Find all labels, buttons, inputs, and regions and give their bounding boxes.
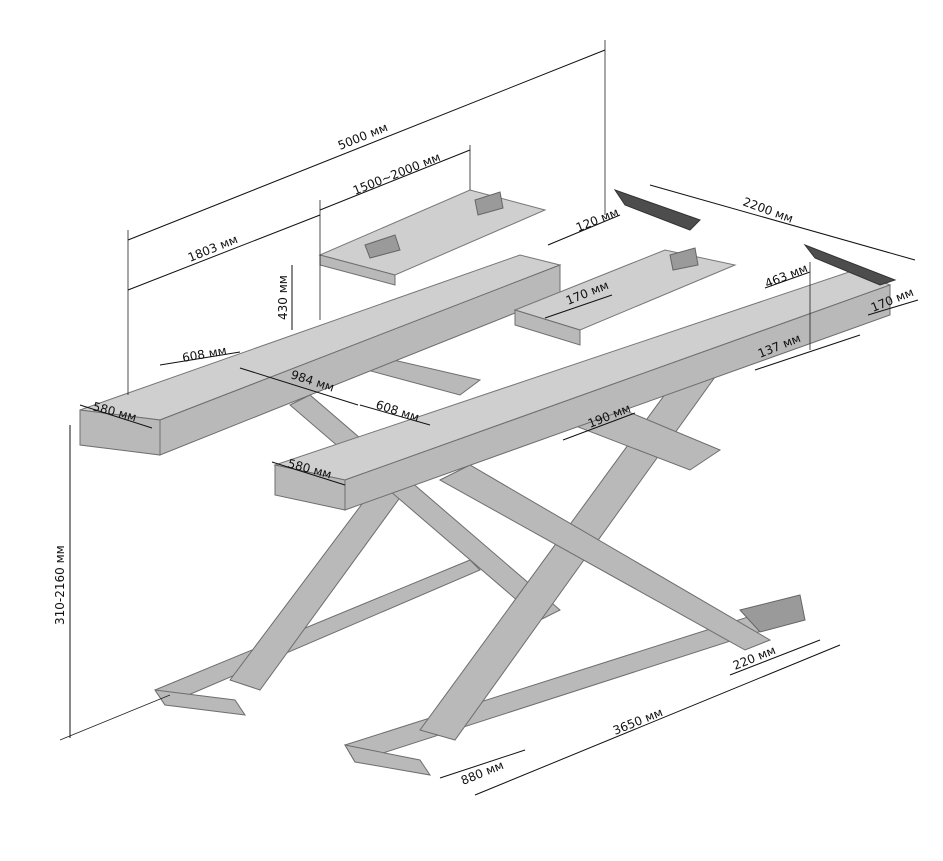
dim-2200: 2200 мм	[741, 195, 795, 226]
dim-120: 120 мм	[574, 205, 621, 235]
dim-1500-2000: 1500~2000 мм	[351, 150, 443, 198]
dim-430: 430 мм	[276, 275, 290, 320]
runway-right	[273, 269, 892, 511]
dimension-lines	[59, 40, 919, 796]
ramp-rear-left	[613, 189, 701, 231]
base-frame-left	[153, 559, 481, 716]
scissor-arms-right	[419, 359, 772, 741]
dim-463: 463 мм	[763, 261, 810, 291]
dim-880: 880 мм	[459, 758, 506, 788]
dim-3650: 3650 мм	[611, 705, 665, 738]
sliding-plate-right	[513, 247, 737, 346]
dim-220: 220 мм	[731, 643, 778, 673]
runway-left	[79, 254, 562, 456]
dim-1803: 1803 мм	[186, 232, 240, 265]
sliding-plate-left	[318, 189, 547, 286]
dim-310-2160: 310-2160 мм	[53, 545, 67, 625]
dim-5000: 5000 мм	[336, 120, 390, 153]
dim-608-right: 608 мм	[374, 398, 421, 425]
ramp-rear-right	[803, 243, 897, 286]
